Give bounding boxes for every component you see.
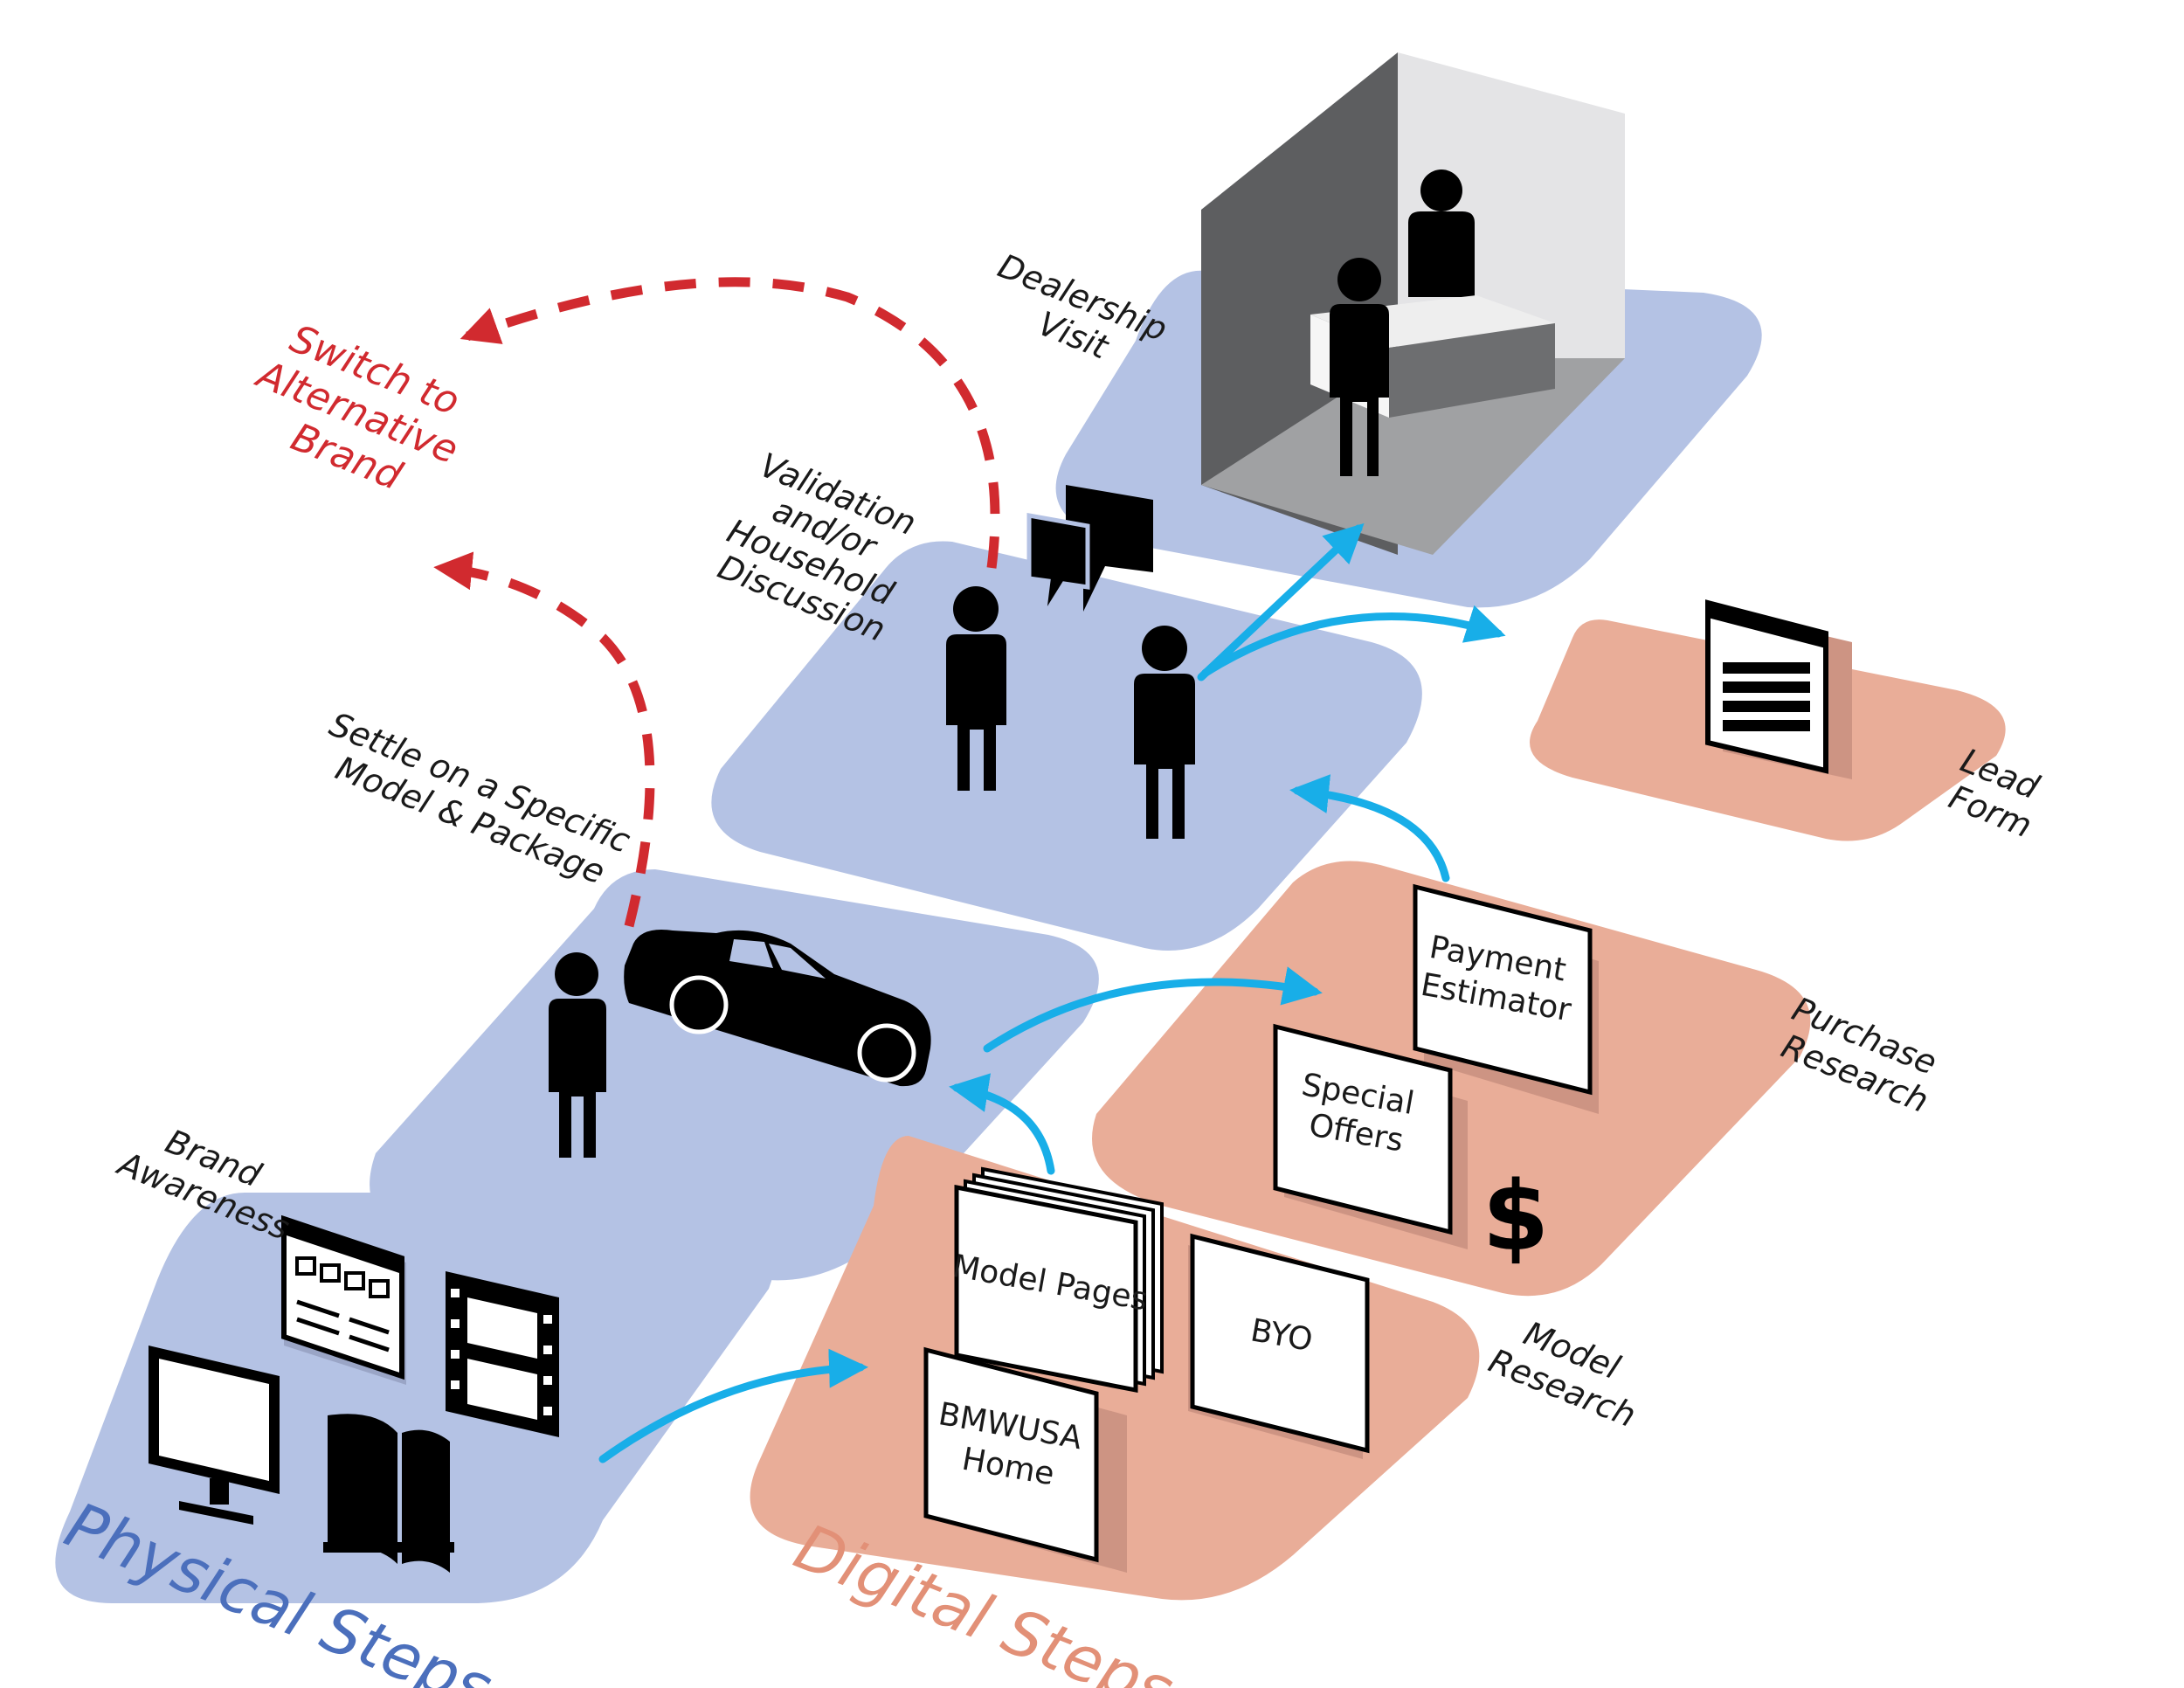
arrow-awareness-to-model-research (598, 1348, 868, 1463)
arrow-payment-to-validation (1289, 774, 1450, 882)
label-model-research: Model Research (1483, 1305, 1655, 1435)
person-icon (549, 952, 606, 1158)
special-offers-card: Special Offers (1273, 1023, 1468, 1249)
car-icon (624, 930, 931, 1087)
arrow-settle-to-switch (433, 551, 655, 928)
switch-arrows (433, 277, 1000, 928)
flow-arrows (598, 522, 1506, 1463)
arrow-settle-to-purchase-research (983, 966, 1323, 1053)
person-icon (946, 586, 1006, 791)
dollar-icon: $ (1482, 1160, 1550, 1272)
arrow-model-pages-to-settle (949, 1073, 1055, 1175)
webpage-icon (281, 1214, 406, 1385)
arrow-validation-to-lead-form (1201, 605, 1506, 677)
model-pages-card: Model Pages (950, 1166, 1164, 1394)
tile-brand-awareness (55, 1193, 778, 1603)
label-settle-model: Settle on a Specific Model & Package (310, 705, 646, 900)
brand-awareness-icons (149, 1214, 559, 1573)
dealership-booth-icon (1201, 52, 1625, 555)
label-purchase-research: Purchase Research (1773, 990, 1952, 1122)
payment-estimator-card: Payment Estimator (1413, 883, 1599, 1114)
film-strip-icon (446, 1271, 559, 1437)
label-switch-brand: Switch to Alternative Brand (232, 309, 492, 520)
byo-card: BYO (1188, 1233, 1370, 1459)
tile-validation (711, 541, 1422, 951)
arrow-validation-to-switch (460, 277, 1000, 569)
person-icon (1134, 626, 1195, 839)
lead-form-document-icon (1705, 599, 1852, 779)
bmwusa-home-card: BMWUSA Home (923, 1346, 1127, 1573)
monitor-icon (149, 1346, 280, 1525)
speech-bubbles-icon (1026, 485, 1153, 618)
arrow-validation-to-dealership (1197, 522, 1365, 681)
open-book-icon (323, 1414, 454, 1573)
